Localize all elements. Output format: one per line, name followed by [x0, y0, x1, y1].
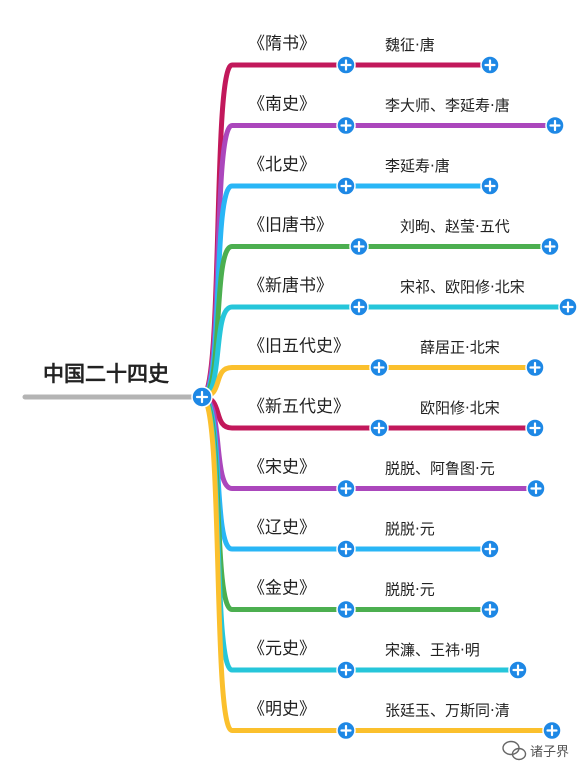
branch-item: 《旧唐书》 刘昫、赵莹·五代 — [248, 215, 560, 257]
book-author: 魏征·唐 — [385, 36, 435, 54]
book-title: 《隋书》 — [248, 34, 316, 54]
book-author: 脱脱·元 — [385, 520, 435, 538]
branch-item: 《辽史》 脱脱·元 — [248, 518, 500, 559]
book-author: 宋祁、欧阳修·北宋 — [400, 278, 525, 296]
book-title: 《辽史》 — [248, 518, 316, 538]
book-author: 欧阳修·北宋 — [420, 399, 500, 417]
title-expand-button[interactable] — [369, 418, 389, 438]
branch-connector — [199, 394, 349, 733]
book-title: 《南史》 — [248, 95, 316, 115]
branch-item: 《明史》 张廷玉、万斯同·清 — [248, 700, 562, 741]
book-author: 李大师、李延寿·唐 — [385, 97, 510, 115]
branch-item: 《北史》 李延寿·唐 — [248, 155, 500, 196]
book-title: 《明史》 — [248, 700, 316, 720]
book-title: 《旧唐书》 — [248, 215, 333, 236]
book-author: 脱脱·元 — [385, 581, 435, 599]
title-expand-button[interactable] — [336, 599, 356, 620]
title-expand-button[interactable] — [349, 297, 369, 317]
book-author: 李延寿·唐 — [385, 157, 450, 175]
author-expand-button[interactable] — [545, 115, 565, 136]
book-title: 《新唐书》 — [248, 275, 333, 296]
title-expand-button[interactable] — [336, 55, 356, 75]
root-node[interactable] — [191, 386, 213, 408]
branch-item: 《隋书》 魏征·唐 — [248, 34, 500, 75]
title-expand-button[interactable] — [336, 660, 356, 680]
author-expand-button[interactable] — [480, 539, 500, 559]
author-expand-button[interactable] — [525, 418, 545, 438]
author-expand-button[interactable] — [480, 176, 500, 196]
title-expand-button[interactable] — [336, 478, 356, 499]
wechat-icon — [502, 740, 527, 761]
branch-item: 《旧五代史》 薛居正·北宋 — [248, 337, 545, 378]
author-expand-button[interactable] — [542, 720, 562, 741]
title-expand-button[interactable] — [336, 115, 356, 136]
book-title: 《北史》 — [248, 155, 316, 175]
branch-connector — [199, 365, 382, 400]
author-expand-button[interactable] — [526, 478, 546, 499]
title-expand-button[interactable] — [349, 236, 369, 257]
book-author: 刘昫、赵莹·五代 — [400, 218, 510, 236]
title-expand-button[interactable] — [336, 720, 356, 741]
title-expand-button[interactable] — [336, 176, 356, 196]
author-expand-button[interactable] — [525, 357, 545, 378]
watermark: 诸子界 — [502, 740, 569, 761]
branch-item: 《新唐书》 宋祁、欧阳修·北宋 — [248, 275, 578, 317]
author-expand-button[interactable] — [480, 599, 500, 620]
branch-item: 《元史》 宋濂、王祎·明 — [248, 639, 528, 680]
author-expand-button[interactable] — [480, 55, 500, 75]
book-title: 《宋史》 — [248, 458, 316, 478]
author-expand-button[interactable] — [508, 660, 528, 680]
author-expand-button[interactable] — [558, 297, 578, 317]
book-author: 张廷玉、万斯同·清 — [385, 702, 510, 720]
book-title: 《金史》 — [248, 579, 316, 599]
title-expand-button[interactable] — [369, 357, 389, 378]
branch-item: 《新五代史》 欧阳修·北宋 — [248, 397, 545, 438]
book-title: 《新五代史》 — [248, 397, 350, 417]
title-expand-button[interactable] — [336, 539, 356, 559]
book-title: 《旧五代史》 — [248, 337, 350, 357]
branch-item: 《金史》 脱脱·元 — [248, 579, 500, 620]
branch-item: 《南史》 李大师、李延寿·唐 — [248, 95, 565, 136]
root-expand-button[interactable] — [191, 386, 213, 408]
book-author: 脱脱、阿鲁图·元 — [385, 460, 495, 478]
book-author: 宋濂、王祎·明 — [385, 641, 480, 659]
author-expand-button[interactable] — [540, 236, 560, 257]
book-title: 《元史》 — [248, 639, 316, 659]
branch-connector — [199, 244, 362, 400]
branch-item: 《宋史》 脱脱、阿鲁图·元 — [248, 458, 546, 499]
watermark-label: 诸子界 — [530, 745, 569, 760]
branch-list: 《隋书》 魏征·唐《南史》 李大师、李延寿·唐《北史》 李延寿·唐《旧唐书》 刘昫、赵莹… — [248, 34, 578, 741]
book-author: 薛居正·北宋 — [420, 339, 500, 357]
root-label: 中国二十四史 — [43, 362, 170, 386]
